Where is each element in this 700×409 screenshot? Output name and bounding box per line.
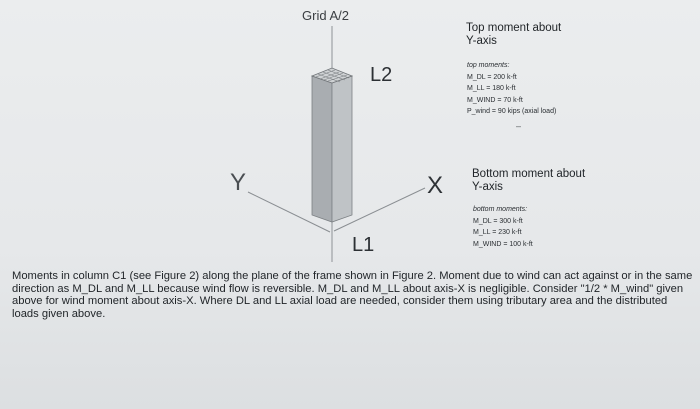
bottom-moments-title: bottom moments: [473, 206, 528, 213]
top-moments-title: top moments: [467, 62, 510, 69]
bottom-moment-wind: M_WIND = 100 k-ft [473, 240, 533, 248]
x-axis-label: X [427, 172, 444, 199]
y-axis-label: Y [230, 169, 247, 196]
column-left-face [311, 75, 333, 223]
top-moment-dl: M_DL = 200 k-ft [467, 73, 517, 81]
x-axis-line [333, 187, 426, 232]
top-axial-wind: P_wind = 90 kips (axial load) [467, 108, 557, 115]
stray-mark: – [516, 121, 522, 131]
bottom-moments-list: bottom moments: M_DL = 300 k-ft M_LL = 2… [473, 204, 623, 250]
bottom-moment-dl: M_DL = 300 k-ft [473, 217, 523, 225]
top-moment-wind: M_WIND = 70 k-ft [467, 96, 523, 104]
column-right-face [331, 75, 353, 223]
top-moment-heading-line2: Y-axis [466, 35, 497, 47]
top-moment-ll: M_LL = 180 k-ft [467, 85, 516, 92]
top-moment-heading-line1: Top moment about [466, 22, 562, 34]
top-moments-list: top moments: M_DL = 200 k-ft M_LL = 180 … [467, 60, 637, 118]
bottom-moment-heading-line1: Bottom moment about [472, 168, 586, 180]
y-axis-line [247, 191, 331, 233]
bottom-moment-heading: Bottom moment about Y-axis [472, 168, 632, 194]
level-l1-label: L1 [352, 234, 375, 256]
grid-label: Grid A/2 [302, 8, 349, 23]
level-l2-label: L2 [370, 64, 393, 86]
bottom-moment-ll: M_LL = 230 k-ft [473, 229, 522, 236]
description-paragraph: Moments in column C1 (see Figure 2) alon… [12, 270, 693, 320]
top-moment-heading: Top moment about Y-axis [466, 22, 606, 48]
column-top-hatch [315, 69, 350, 83]
bottom-moment-heading-line2: Y-axis [472, 181, 503, 193]
